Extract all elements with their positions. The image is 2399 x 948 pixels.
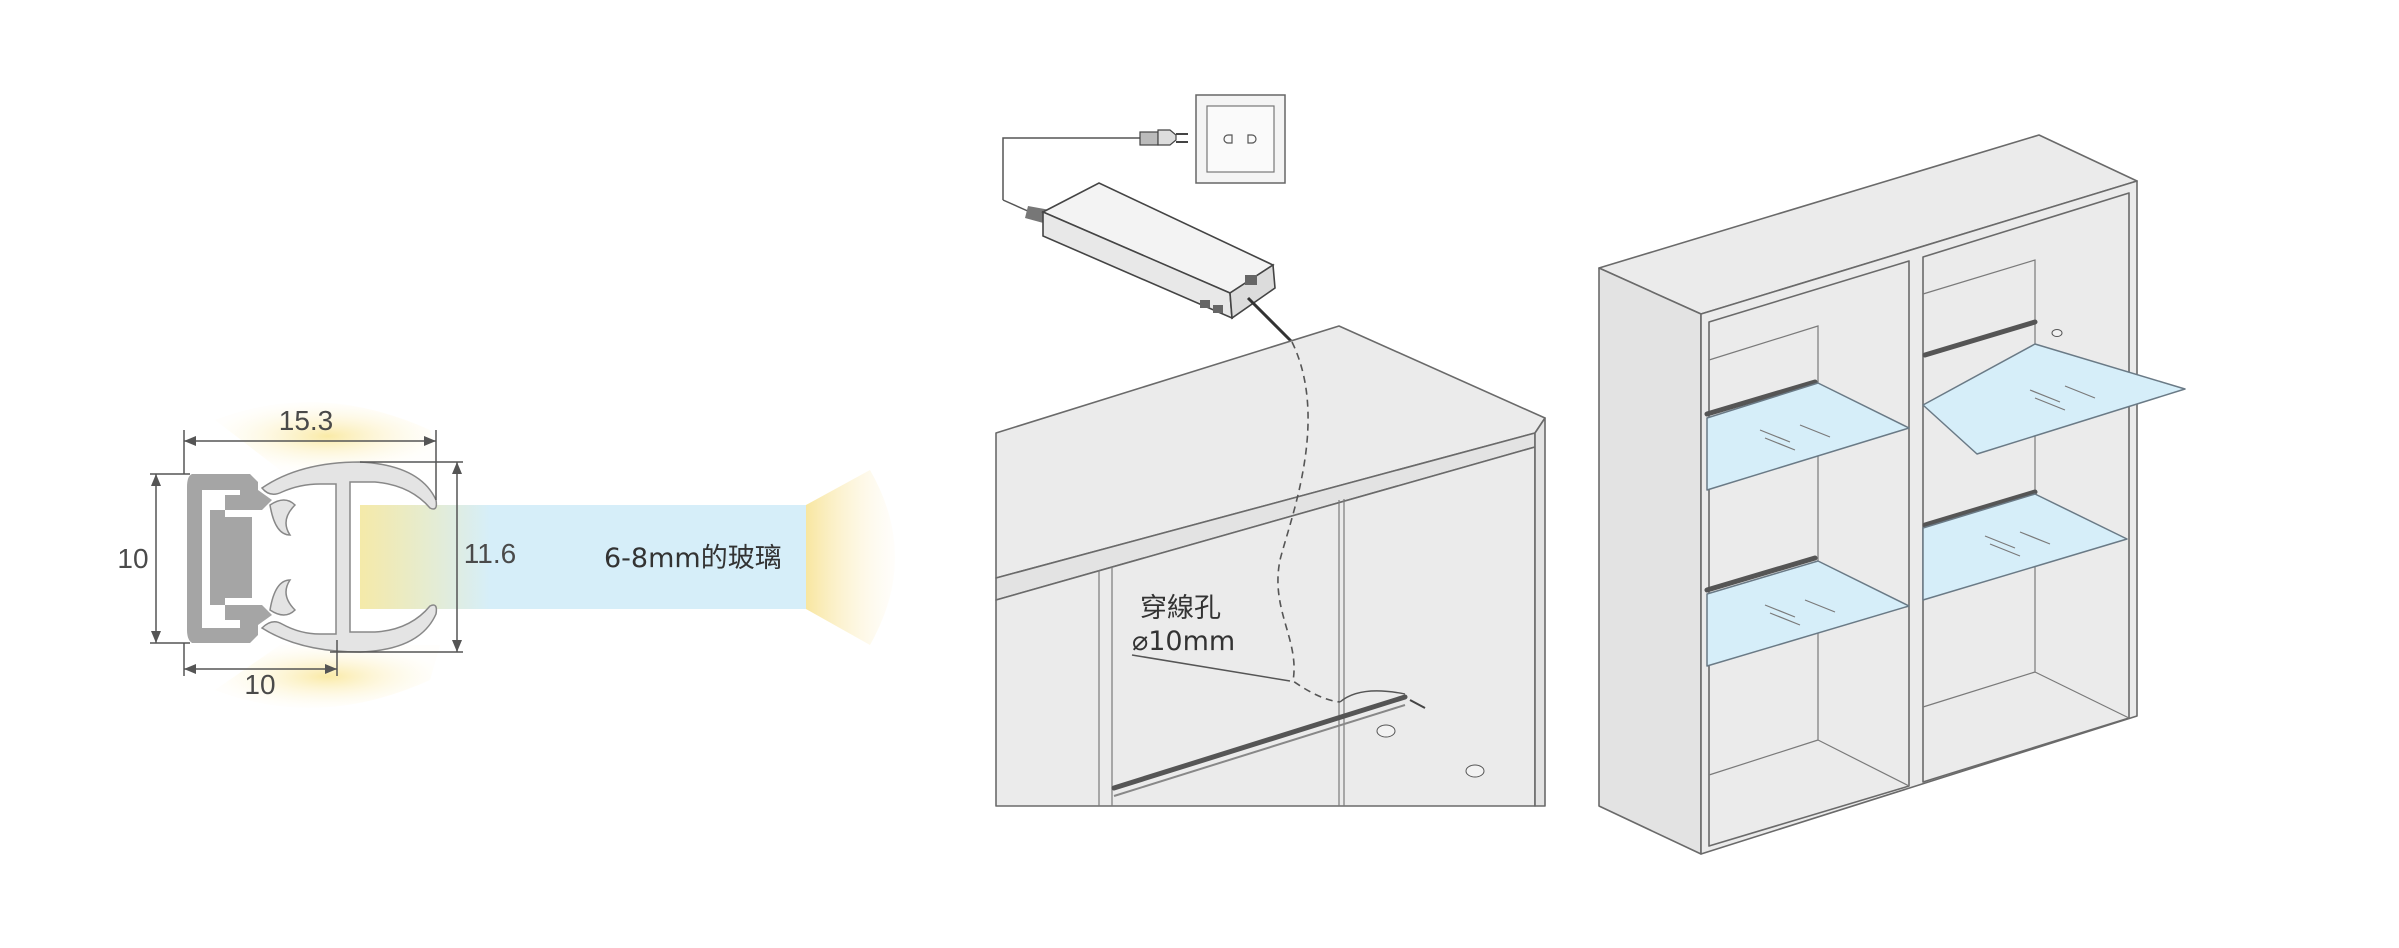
installation-detail: 穿線孔 ⌀10mm: [995, 94, 1546, 807]
glass-shelf: [1706, 382, 1910, 491]
power-plug: [1002, 129, 1188, 200]
glass-thickness-label: 6-8mm的玻璃: [604, 543, 782, 574]
aluminium-profile: [187, 474, 272, 643]
glass-shelf: [1706, 560, 1910, 667]
wire-hole-label: 穿線孔: [1140, 593, 1221, 624]
led-driver: [1002, 182, 1294, 344]
kitchen-cabinet: [995, 325, 1546, 807]
wall-outlet: [1195, 94, 1286, 184]
height-dimension: 10: [117, 543, 148, 574]
glass-shelf: [1922, 493, 2128, 601]
glass-shelf-cabinet: [1598, 134, 2186, 855]
width-dimension: 15.3: [279, 405, 334, 436]
light-glow-top: [215, 402, 440, 470]
diffuser-cover: [260, 461, 438, 653]
opening-dimension: 11.6: [464, 538, 516, 569]
glass-light-gradient: [360, 505, 490, 609]
light-cone-right: [806, 470, 895, 645]
light-glow-bottom: [215, 645, 440, 708]
wire-hole-size: ⌀10mm: [1132, 626, 1235, 657]
led-strip: [1111, 694, 1408, 791]
base-width-dimension: 10: [244, 669, 275, 700]
hole-leader-line: [1131, 654, 1291, 682]
hidden-cable: [1277, 341, 1341, 703]
profile-cross-section: 15.3 10 11.6 10 6-8mm的玻璃: [117, 402, 895, 708]
